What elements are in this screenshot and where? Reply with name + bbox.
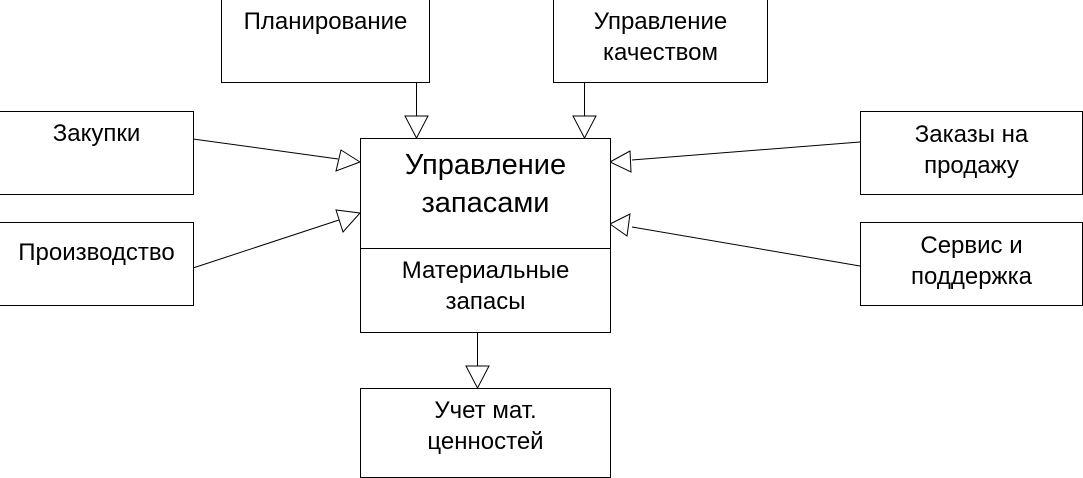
arrowhead-icon bbox=[404, 115, 429, 140]
edge-center-to-accounting bbox=[465, 332, 490, 390]
edge-quality-to-center bbox=[572, 83, 597, 140]
center-title: Управление запасами bbox=[361, 139, 610, 249]
center-title-line: запасами bbox=[421, 187, 550, 219]
center-subtitle-line: запасы bbox=[445, 288, 526, 315]
node-label: Управление bbox=[593, 8, 728, 35]
node-asset-accounting: Учет мат. ценностей bbox=[360, 388, 611, 478]
edge-service-to-center bbox=[609, 213, 861, 267]
node-label: Сервис и bbox=[920, 232, 1023, 259]
edge-planning-to-center bbox=[404, 83, 429, 140]
node-label: Планирование bbox=[243, 8, 408, 35]
connector-line bbox=[631, 226, 861, 267]
node-purchasing: Закупки bbox=[0, 111, 194, 195]
node-label: ценностей bbox=[427, 428, 544, 455]
node-production: Производство bbox=[0, 222, 194, 306]
node-sales-orders: Заказы на продажу bbox=[860, 111, 1083, 195]
center-subtitle-line: Материальные bbox=[401, 257, 570, 284]
node-label: поддержка bbox=[911, 263, 1032, 290]
arrowhead-icon bbox=[465, 365, 490, 390]
connector-line bbox=[192, 138, 339, 160]
node-label: Заказы на bbox=[914, 121, 1029, 148]
arrowhead-icon bbox=[335, 209, 362, 233]
arrowhead-icon bbox=[335, 149, 362, 172]
edge-production-to-center bbox=[192, 209, 362, 269]
node-label: Производство bbox=[18, 239, 175, 266]
arrowhead-icon bbox=[608, 150, 632, 173]
center-title-line: Управление bbox=[404, 149, 567, 181]
center-subtitle: Материальные запасы bbox=[361, 249, 610, 317]
arrowhead-icon bbox=[572, 115, 597, 140]
node-label: Учет мат. bbox=[434, 397, 537, 424]
node-inventory-management: Управление запасами Материальные запасы bbox=[360, 138, 611, 333]
node-label: качеством bbox=[602, 39, 719, 66]
node-label: Закупки bbox=[52, 120, 141, 147]
edge-sales-to-center bbox=[608, 141, 861, 173]
connector-line bbox=[631, 141, 861, 161]
connector-line bbox=[192, 219, 340, 269]
node-service-support: Сервис и поддержка bbox=[860, 222, 1083, 306]
arrowhead-icon bbox=[609, 213, 631, 237]
edge-purchasing-to-center bbox=[192, 138, 362, 172]
node-label: продажу bbox=[924, 152, 1019, 179]
node-planning: Планирование bbox=[221, 0, 430, 83]
node-quality-management: Управление качеством bbox=[553, 0, 768, 83]
